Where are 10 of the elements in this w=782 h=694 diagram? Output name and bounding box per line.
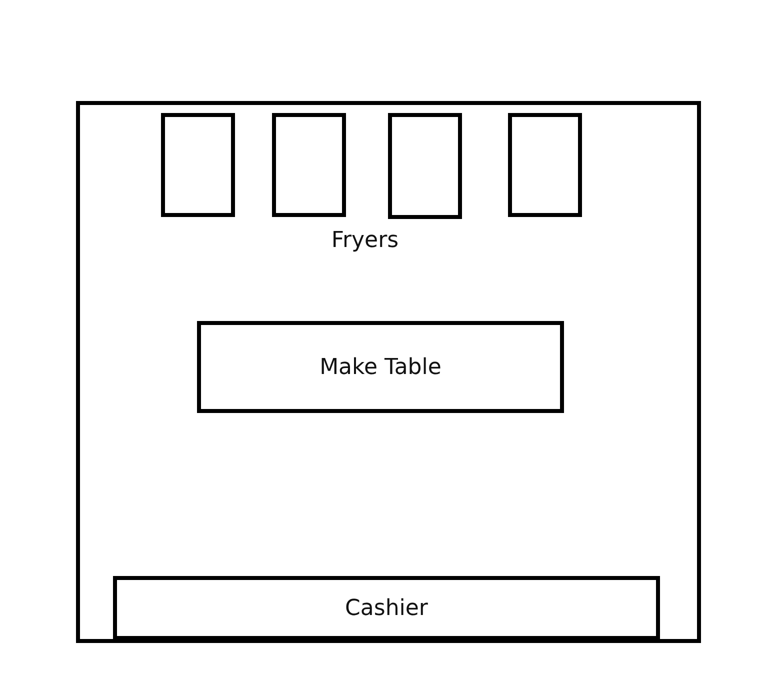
station-box [197,321,564,413]
fryer-box [272,113,346,217]
station-box [113,576,660,640]
fryer-box [161,113,235,217]
fryer-box [388,113,462,219]
station-label: Make Table [320,354,442,380]
fryer-box [508,113,582,217]
room-outline [76,101,701,643]
area-label: Fryers [331,228,399,253]
station-label: Cashier [345,596,428,620]
